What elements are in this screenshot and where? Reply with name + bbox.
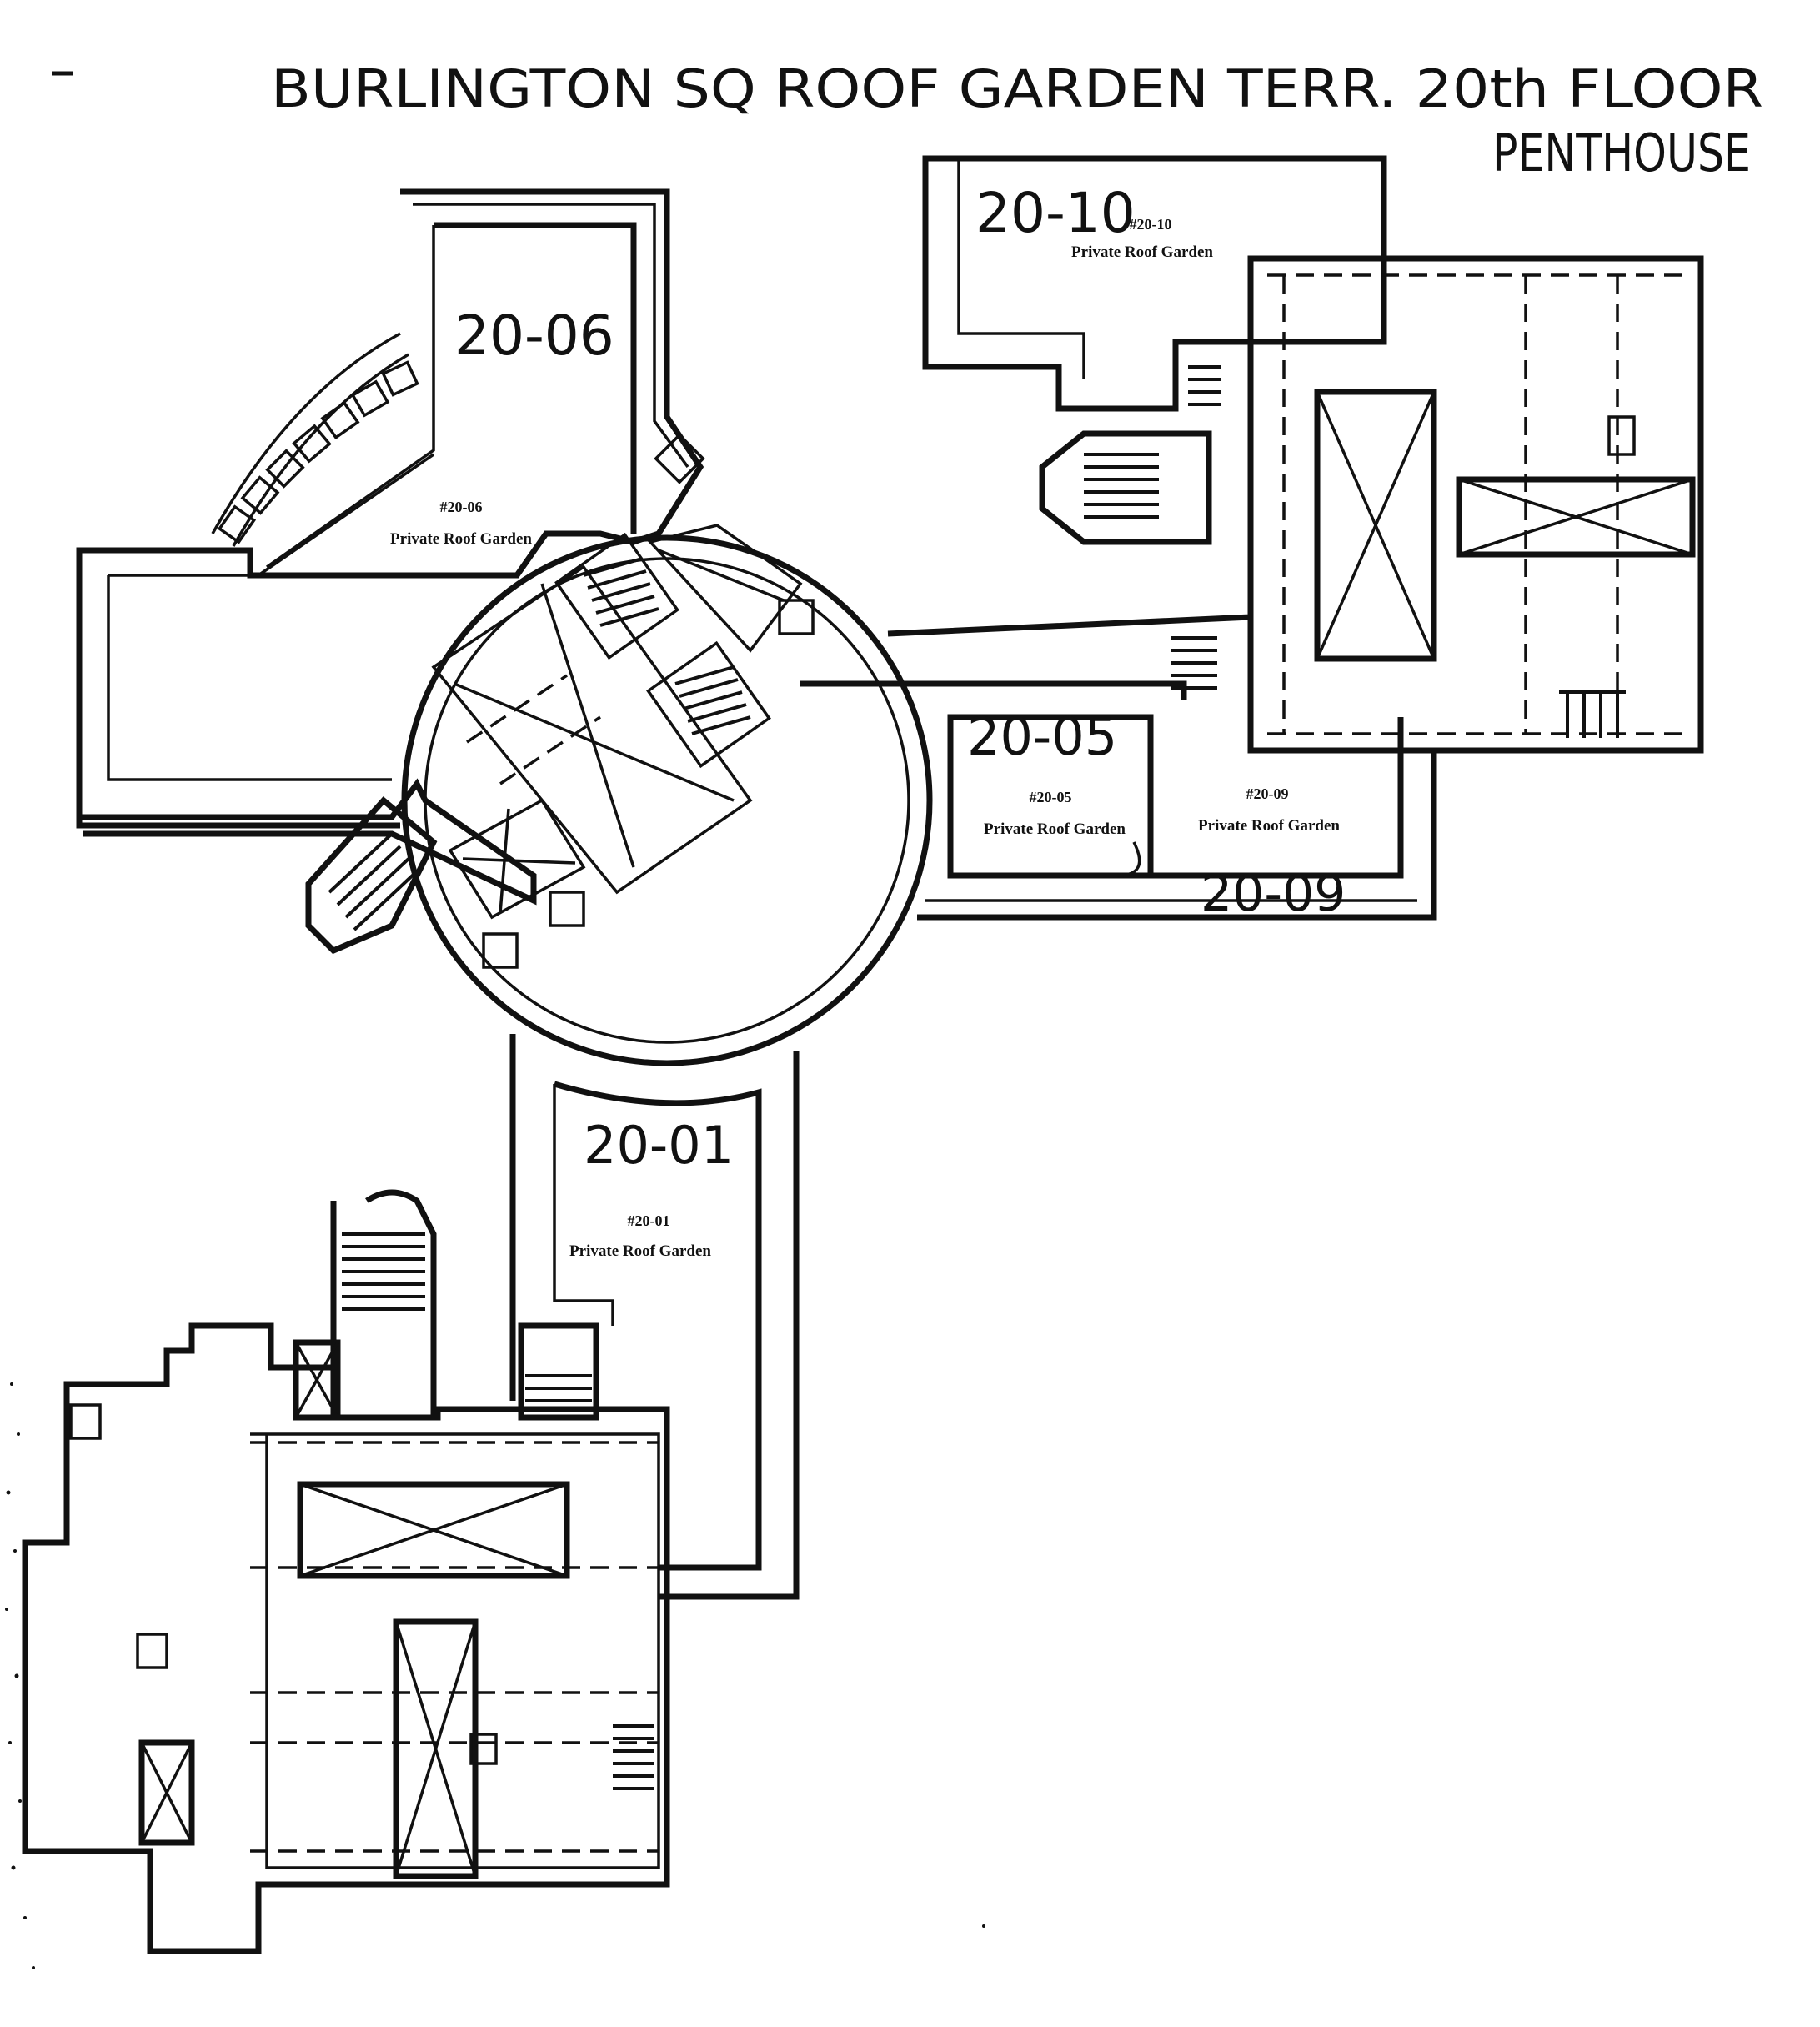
central-circular-core xyxy=(401,524,933,1066)
unit-caption-printed: Private Roof Garden xyxy=(569,1242,711,1260)
unit-number-handwritten: 20-09 xyxy=(1201,865,1346,923)
stair-lower-left xyxy=(305,796,438,955)
stair-south-east xyxy=(613,1724,654,1790)
unit-number-printed: #20-09 xyxy=(1246,785,1289,802)
stair-upper-left xyxy=(554,532,679,660)
unit-number-handwritten: 20-06 xyxy=(454,304,614,368)
stair-20-10 xyxy=(1084,453,1159,519)
stair-east-core xyxy=(1171,636,1217,690)
unit-caption-printed: Private Roof Garden xyxy=(1198,817,1340,835)
plan-title: BURLINGTON SQ ROOF GARDEN TERR. 20th FLO… xyxy=(271,58,1763,119)
stair-penthouse-east xyxy=(1559,690,1626,738)
unit-number-printed: #20-05 xyxy=(1030,789,1072,805)
unit-label-20-06: 20-06 #20-06 Private Roof Garden xyxy=(390,304,614,548)
unit-number-handwritten: 20-01 xyxy=(584,1115,734,1176)
stair-upper-right xyxy=(646,640,771,769)
unit-number-handwritten: 20-05 xyxy=(967,706,1117,767)
stair-20-10-core xyxy=(1188,365,1221,406)
stair-south xyxy=(342,1232,425,1311)
scan-noise xyxy=(5,1382,985,1969)
curved-planter-row xyxy=(217,360,419,544)
unit-number-printed: #20-06 xyxy=(440,499,483,515)
wing-20-01 xyxy=(293,1034,800,1600)
unit-caption-printed: Private Roof Garden xyxy=(390,530,532,548)
wing-20-10 xyxy=(922,155,1704,754)
unit-number-printed: #20-01 xyxy=(628,1212,670,1229)
unit-number-handwritten: 20-10 xyxy=(975,181,1136,245)
wing-20-06 xyxy=(76,188,705,906)
stair-south-core xyxy=(525,1374,592,1402)
unit-label-20-05: 20-05 #20-05 Private Roof Garden xyxy=(967,706,1126,838)
unit-label-20-01: 20-01 #20-01 Private Roof Garden xyxy=(569,1115,734,1260)
unit-caption-printed: Private Roof Garden xyxy=(984,820,1126,838)
unit-label-20-09: 20-09 #20-09 Private Roof Garden xyxy=(1198,785,1346,923)
south-lower-block xyxy=(22,1322,670,1954)
plan-subtitle: PENTHOUSE xyxy=(1492,123,1751,183)
unit-number-printed: #20-10 xyxy=(1130,216,1172,233)
unit-caption-printed: Private Roof Garden xyxy=(1071,243,1213,261)
unit-label-20-10: 20-10 #20-10 Private Roof Garden xyxy=(975,181,1213,261)
